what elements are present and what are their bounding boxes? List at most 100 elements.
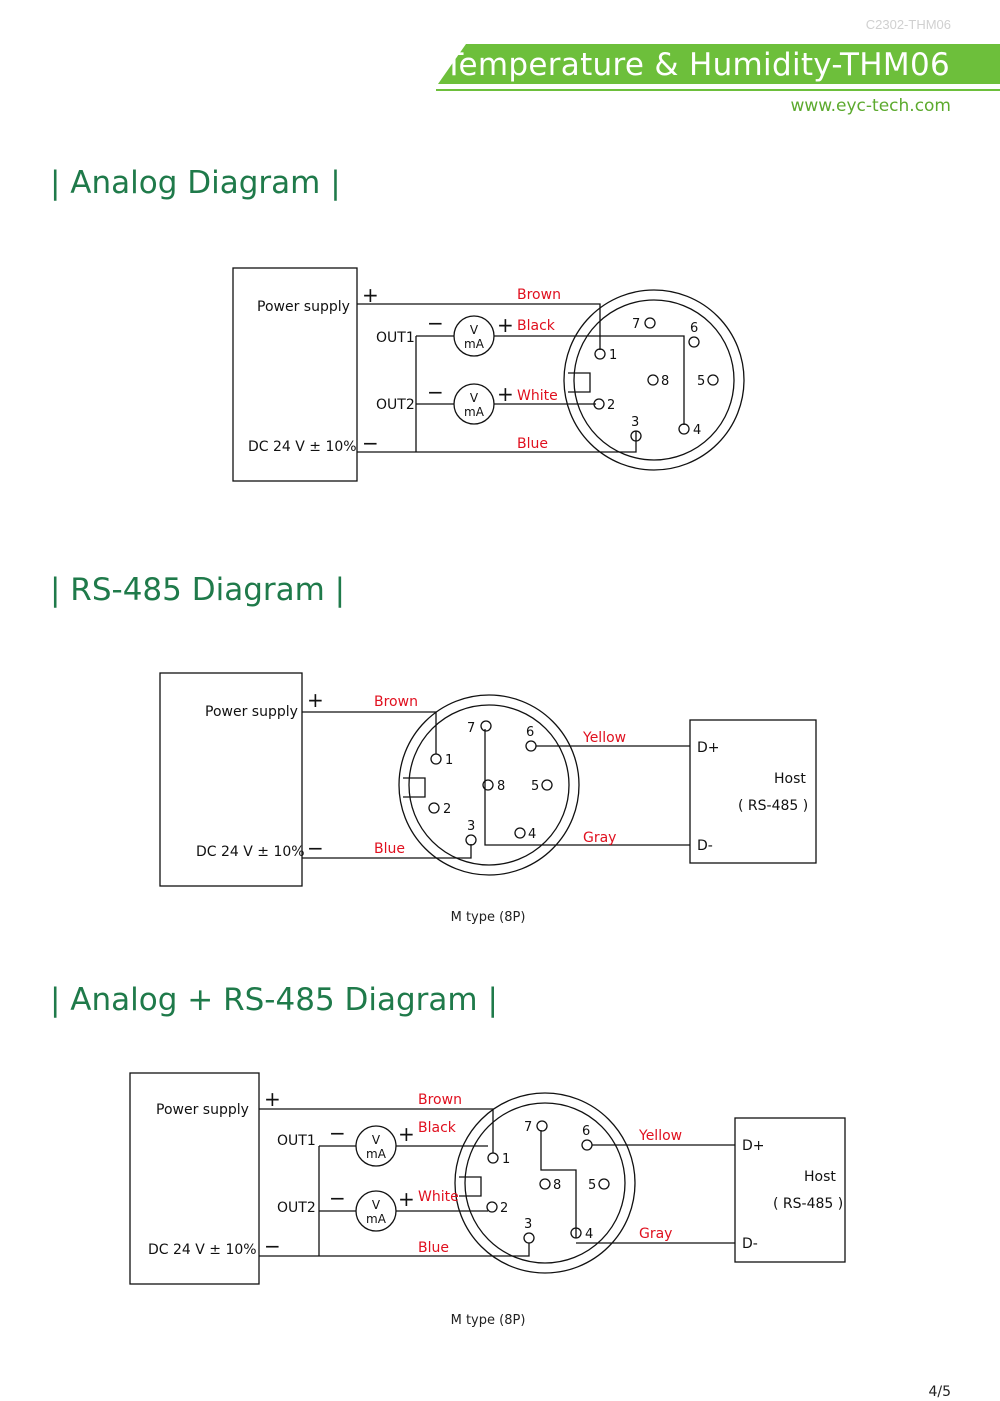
wire-gray (484, 729, 690, 846)
svg-text:2: 2 (443, 802, 451, 817)
wire-brown (259, 1108, 494, 1153)
svg-text:mA: mA (464, 337, 485, 351)
svg-text:3: 3 (524, 1217, 532, 1232)
svg-text:7: 7 (467, 721, 475, 736)
power-supply-box (129, 1072, 260, 1285)
svg-text:+: + (497, 313, 514, 337)
svg-text:−: − (362, 431, 379, 455)
svg-text:Blue: Blue (374, 841, 405, 857)
svg-text:Blue: Blue (418, 1240, 449, 1256)
svg-text:−: − (329, 1121, 346, 1145)
svg-text:D-: D- (742, 1236, 758, 1252)
svg-text:Host: Host (804, 1169, 836, 1185)
svg-text:6: 6 (526, 725, 534, 740)
out2-label: OUT2 (376, 397, 415, 413)
svg-text:Power supply: Power supply (205, 704, 298, 720)
wire-label-brown: Brown (517, 287, 561, 303)
svg-text:1: 1 (609, 348, 617, 363)
svg-text:Black: Black (418, 1120, 457, 1136)
wire-brown (302, 711, 437, 754)
page-number: 4/5 (928, 1384, 951, 1400)
page-title: Temperature & Humidity-THM06 (444, 47, 950, 83)
wire-blue (357, 431, 637, 453)
svg-text:5: 5 (531, 779, 539, 794)
svg-text:mA: mA (366, 1147, 387, 1161)
svg-text:OUT1: OUT1 (277, 1133, 316, 1149)
website-link[interactable]: www.eyc-tech.com (790, 96, 951, 116)
svg-text:OUT2: OUT2 (277, 1200, 316, 1216)
svg-text:Power supply: Power supply (156, 1102, 249, 1118)
rs485-wiring-diagram: Power supply DC 24 V ± 10% + − Brown Blu… (159, 672, 817, 887)
svg-text:3: 3 (467, 819, 475, 834)
dc-voltage-label: DC 24 V ± 10% (248, 439, 357, 455)
svg-text:4: 4 (693, 423, 701, 438)
rs485-caption: M type (8P) (450, 910, 526, 925)
svg-text:+: + (307, 688, 324, 712)
svg-text:5: 5 (697, 374, 705, 389)
svg-text:2: 2 (607, 398, 615, 413)
analog-wiring-diagram: Power supply DC 24 V ± 10% + − OUT1 OUT2… (232, 267, 745, 482)
wire-black (494, 335, 685, 425)
svg-text:V: V (470, 323, 479, 337)
meter-out1 (453, 315, 495, 357)
svg-text:−: − (329, 1186, 346, 1210)
svg-text:4: 4 (528, 827, 536, 842)
meter-out2 (453, 383, 495, 425)
svg-text:( RS-485 ): ( RS-485 ) (773, 1196, 843, 1212)
out1-label: OUT1 (376, 330, 415, 346)
svg-text:Brown: Brown (418, 1092, 462, 1108)
svg-text:2: 2 (500, 1201, 508, 1216)
host-box (734, 1117, 846, 1263)
svg-text:Yellow: Yellow (582, 730, 626, 746)
svg-text:White: White (418, 1189, 459, 1205)
wire-label-black: Black (517, 318, 556, 334)
svg-text:8: 8 (553, 1178, 561, 1193)
wire-label-white: White (517, 388, 558, 404)
svg-text:D+: D+ (697, 740, 720, 756)
host-box (689, 719, 817, 864)
banner-underline (436, 89, 1000, 91)
svg-text:V: V (372, 1198, 381, 1212)
svg-text:8: 8 (497, 779, 505, 794)
svg-text:Gray: Gray (639, 1226, 672, 1242)
svg-text:mA: mA (464, 405, 485, 419)
svg-text:6: 6 (582, 1124, 590, 1139)
svg-text:1: 1 (502, 1152, 510, 1167)
svg-text:1: 1 (445, 753, 453, 768)
svg-text:+: + (264, 1087, 281, 1111)
svg-text:V: V (372, 1133, 381, 1147)
power-supply-label: Power supply (257, 299, 350, 315)
svg-text:Yellow: Yellow (638, 1128, 682, 1144)
analog-rs485-caption: M type (8P) (450, 1313, 526, 1328)
svg-text:8: 8 (661, 374, 669, 389)
analog-rs485-wiring-diagram: Power supply DC 24 V ± 10% + − OUT1 OUT2… (129, 1072, 846, 1285)
host-label: Host (774, 771, 806, 787)
power-supply-box (159, 672, 303, 887)
svg-text:3: 3 (631, 415, 639, 430)
svg-text:D+: D+ (742, 1138, 765, 1154)
svg-text:+: + (398, 1122, 415, 1146)
analog-rs485-diagram-heading: | Analog + RS-485 Diagram | (50, 982, 498, 1018)
power-supply-box (232, 267, 358, 482)
svg-text:5: 5 (588, 1178, 596, 1193)
svg-text:D-: D- (697, 838, 713, 854)
svg-text:+: + (398, 1187, 415, 1211)
wire-label-blue: Blue (517, 436, 548, 452)
svg-text:DC 24 V ± 10%: DC 24 V ± 10% (148, 1242, 257, 1258)
svg-text:DC 24 V ± 10%: DC 24 V ± 10% (196, 844, 305, 860)
title-banner (438, 44, 1000, 84)
svg-text:7: 7 (632, 317, 640, 332)
svg-text:7: 7 (524, 1120, 532, 1135)
document-code: C2302-THM06 (865, 17, 951, 32)
svg-text:−: − (427, 311, 444, 335)
svg-text:6: 6 (690, 321, 698, 336)
connector-outer-ring (563, 289, 745, 471)
svg-text:+: + (362, 283, 379, 307)
analog-diagram-heading: | Analog Diagram | (50, 165, 341, 201)
svg-text:−: − (307, 836, 324, 860)
svg-text:4: 4 (585, 1227, 593, 1242)
svg-text:Gray: Gray (583, 830, 616, 846)
svg-text:−: − (427, 380, 444, 404)
svg-text:−: − (264, 1234, 281, 1258)
wire-brown (357, 303, 601, 350)
